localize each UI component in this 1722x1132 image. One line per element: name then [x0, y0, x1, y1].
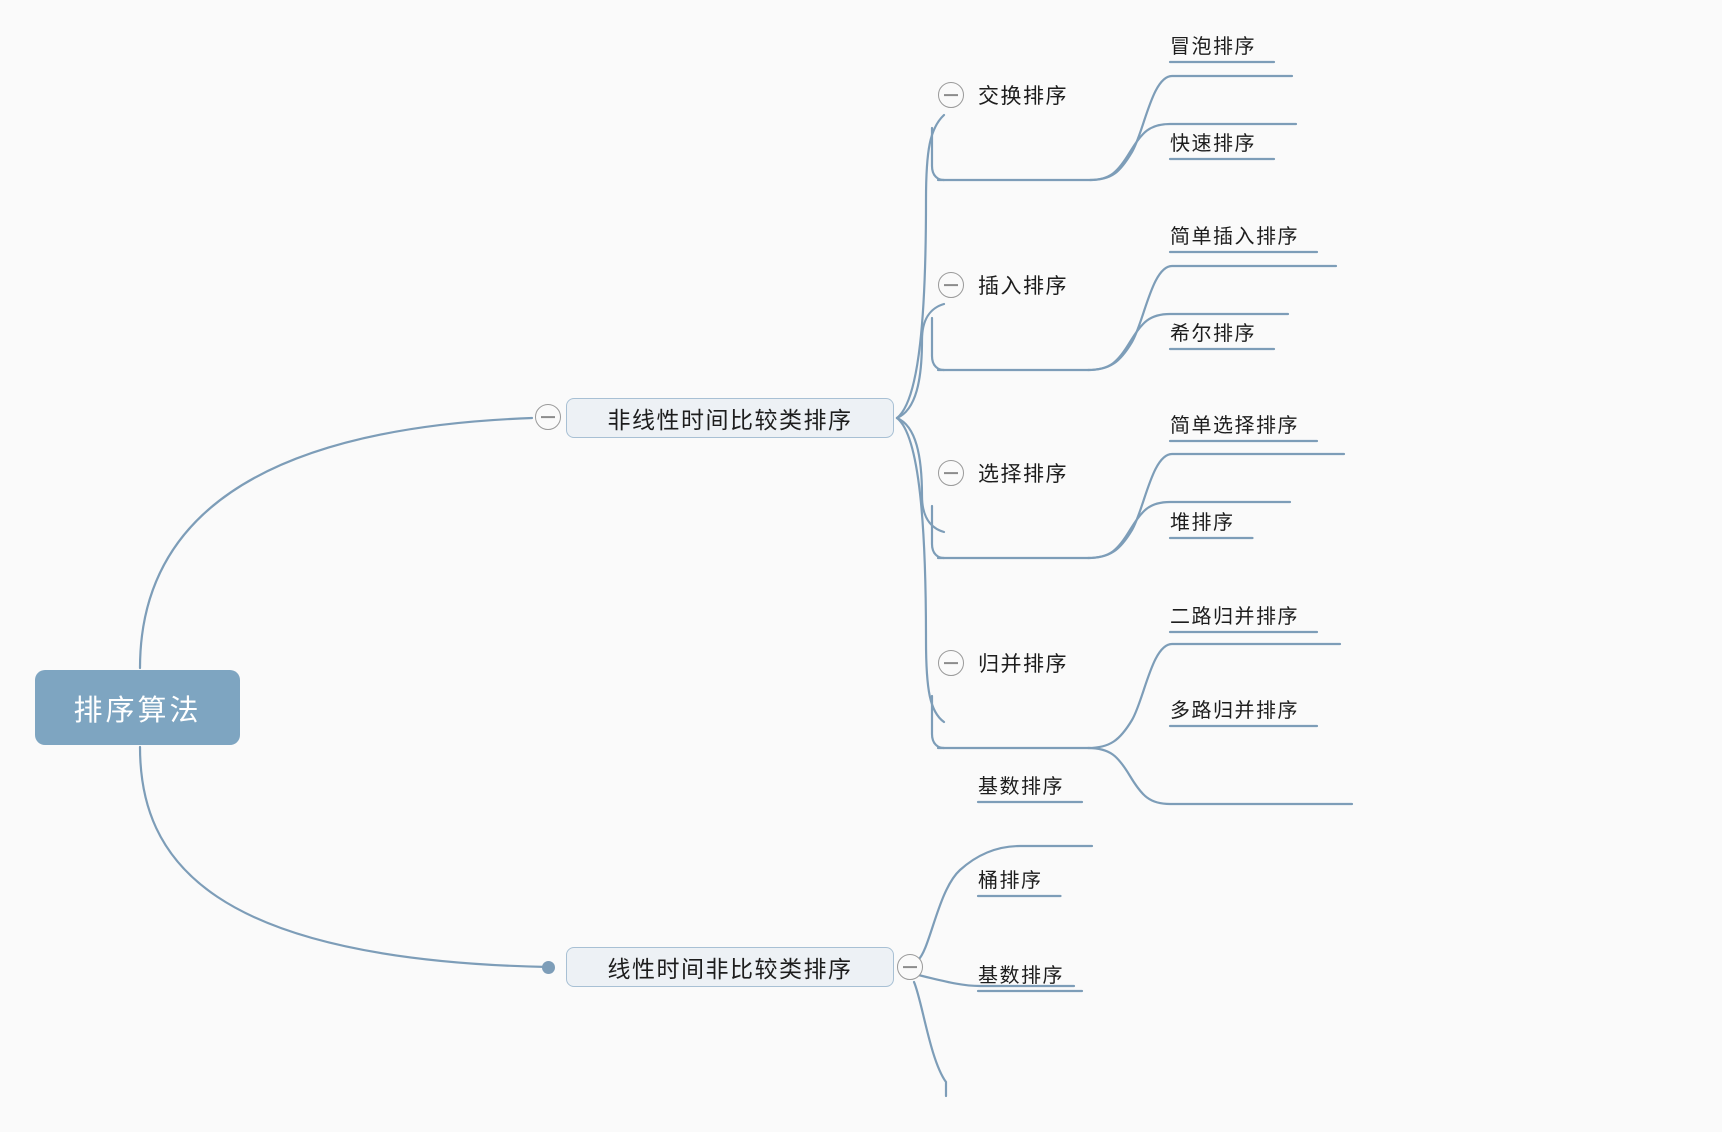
dot-connector-branch-2 — [542, 961, 555, 974]
collapse-minus-icon-selection-sort[interactable] — [938, 460, 964, 486]
sub-node-label: 选择排序 — [978, 463, 1068, 486]
edge-merge-stem — [930, 694, 946, 750]
sub-node-exchange-sort[interactable]: 交换排序 — [978, 80, 1068, 110]
sub-node-label: 归并排序 — [978, 653, 1068, 676]
leaf-node-label: 希尔排序 — [1170, 322, 1256, 345]
branch-label: 非线性时间比较类排序 — [607, 407, 853, 433]
leaf-node-radix-sort-1[interactable]: 基数排序 — [978, 770, 1064, 798]
leaf-node-multi-way-merge-sort[interactable]: 多路归并排序 — [1170, 694, 1299, 722]
leaf-node-two-way-merge-sort[interactable]: 二路归并排序 — [1170, 600, 1299, 628]
edge-insert-stem — [930, 316, 946, 372]
leaf-node-heap-sort[interactable]: 堆排序 — [1170, 506, 1235, 534]
edge-branch1-to-sub-insert — [895, 302, 946, 420]
leaf-node-label: 桶排序 — [978, 869, 1043, 892]
leaf-node-label: 基数排序 — [978, 775, 1064, 798]
leaf-node-label: 多路归并排序 — [1170, 699, 1299, 722]
edge-branch1-to-sub-merge — [895, 416, 946, 724]
leaf-node-bucket-sort[interactable]: 桶排序 — [978, 864, 1043, 892]
leaf-node-label: 冒泡排序 — [1170, 35, 1256, 58]
leaf-node-quick-sort[interactable]: 快速排序 — [1170, 127, 1256, 155]
leaf-node-simple-insertion-sort[interactable]: 简单插入排序 — [1170, 220, 1299, 248]
collapse-minus-icon-insertion-sort[interactable] — [938, 272, 964, 298]
leaf-node-label: 基数排序 — [978, 964, 1064, 987]
root-label: 排序算法 — [73, 694, 202, 727]
collapse-minus-icon-exchange-sort[interactable] — [938, 82, 964, 108]
collapse-minus-icon-merge-sort[interactable] — [938, 650, 964, 676]
edge-root-to-branch-2 — [138, 745, 550, 969]
edge-select-stem — [930, 504, 946, 560]
branch-node-linear-noncomparison[interactable]: 线性时间非比较类排序 — [566, 947, 894, 987]
edge-branch1-to-sub-select — [895, 416, 946, 534]
edge-root-to-branch-1 — [138, 416, 534, 670]
sub-node-selection-sort[interactable]: 选择排序 — [978, 458, 1068, 488]
leaf-node-simple-selection-sort[interactable]: 简单选择排序 — [1170, 409, 1299, 437]
sub-node-merge-sort[interactable]: 归并排序 — [978, 648, 1068, 678]
edge-branch1-to-sub-exchange — [895, 113, 946, 420]
edge-select-to-heap — [936, 500, 1292, 560]
leaf-node-label: 堆排序 — [1170, 511, 1235, 534]
collapse-minus-icon-branch-2[interactable] — [897, 954, 923, 980]
sub-node-insertion-sort[interactable]: 插入排序 — [978, 270, 1068, 300]
leaf-node-label: 简单选择排序 — [1170, 414, 1299, 437]
collapse-minus-icon-branch-1[interactable] — [535, 404, 561, 430]
branch-node-nonlinear-comparison[interactable]: 非线性时间比较类排序 — [566, 398, 894, 438]
sub-node-label: 插入排序 — [978, 275, 1068, 298]
leaf-node-radix-sort-2[interactable]: 基数排序 — [978, 959, 1064, 987]
edge-exchange-stem — [930, 126, 946, 182]
leaf-node-label: 简单插入排序 — [1170, 225, 1299, 248]
root-node[interactable]: 排序算法 — [35, 670, 240, 745]
leaf-node-label: 二路归并排序 — [1170, 605, 1299, 628]
sub-node-label: 交换排序 — [978, 85, 1068, 108]
branch-label: 线性时间非比较类排序 — [607, 956, 853, 982]
edge-branch2-to-radix-2 — [912, 980, 948, 1098]
leaf-node-label: 快速排序 — [1170, 132, 1256, 155]
leaf-node-shell-sort[interactable]: 希尔排序 — [1170, 317, 1256, 345]
leaf-node-bubble-sort[interactable]: 冒泡排序 — [1170, 30, 1256, 58]
